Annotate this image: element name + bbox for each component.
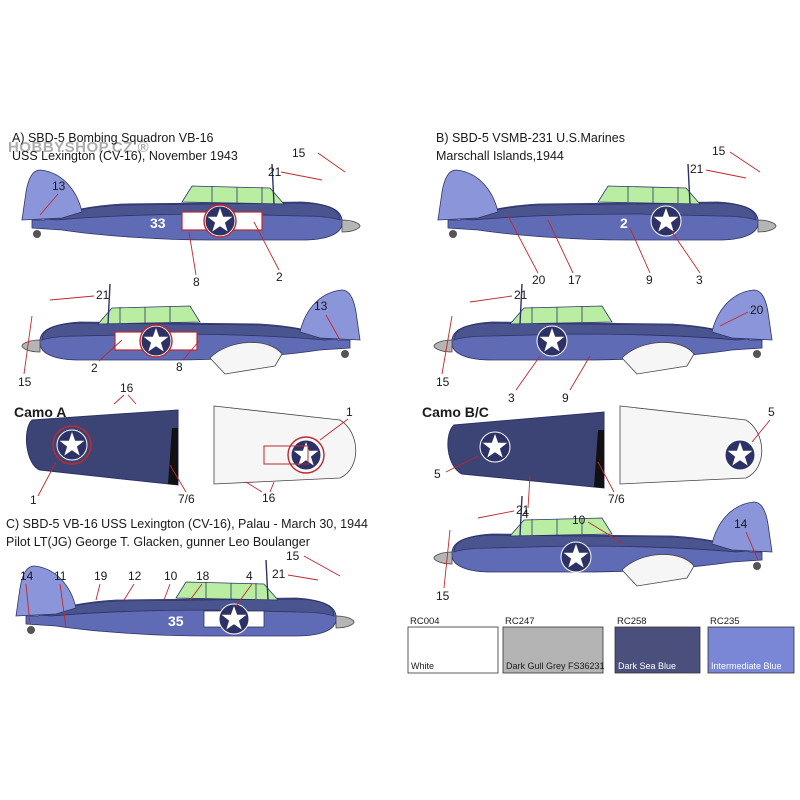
- callout: 4: [246, 569, 253, 583]
- callout: 9: [646, 273, 653, 287]
- svg-text:White: White: [411, 661, 434, 671]
- aircraft-b-right-side-lower: [433, 495, 773, 587]
- caption-a-line1: A) SBD-5 Bombing Squadron VB-16: [12, 131, 214, 145]
- callout: 16: [262, 491, 276, 505]
- callout: 21: [96, 288, 110, 302]
- callout: 8: [193, 275, 200, 289]
- callouts-camo-bc: 5 5 4 7/6: [434, 405, 775, 521]
- callout: 13: [52, 179, 66, 193]
- callouts-profile-b-left: 15 21 20 17 9 3: [507, 144, 761, 287]
- caption-b-line1: B) SBD-5 VSMB-231 U.S.Marines: [436, 131, 625, 145]
- swatch-dark-sea-blue: RC258 Dark Sea Blue: [614, 616, 701, 674]
- callouts-profile-b-right: 21 20 15 3 9: [436, 288, 764, 405]
- callout: 21: [268, 165, 282, 179]
- watermark-text: HOBBYSHOP.CZ ®: [8, 139, 149, 156]
- callout: 5: [434, 467, 441, 481]
- wing-top-camo-a: [26, 409, 179, 486]
- callout: 21: [516, 503, 530, 517]
- aircraft-a-left-side: 33: [22, 164, 360, 240]
- callouts-profile-bc-lower: 21 10 14 15: [436, 503, 759, 603]
- swatch-dark-gull-grey: RC247 Dark Gull Grey FS36231: [502, 616, 605, 674]
- callout: 20: [532, 273, 546, 287]
- callout: 15: [18, 375, 32, 389]
- callout: 19: [94, 569, 108, 583]
- aircraft-c-left-side: 35: [16, 560, 354, 636]
- aircraft-b-right-side: [433, 283, 773, 375]
- svg-text:Dark Gull Grey FS36231: Dark Gull Grey FS36231: [506, 661, 605, 671]
- wing-top-camo-bc: [447, 411, 605, 489]
- wing-underside-camo-a: [213, 405, 357, 485]
- swatch-intermediate-blue: RC235 Intermediate Blue: [707, 616, 795, 674]
- callout: 10: [572, 513, 586, 527]
- callouts-camo-a: 16 1 7/6 1 16: [30, 381, 353, 507]
- callout: 21: [272, 567, 286, 581]
- callout: 15: [286, 549, 300, 563]
- callout: 3: [696, 273, 703, 287]
- callout: 16: [120, 381, 134, 395]
- aircraft-b-left-side: 2: [438, 164, 776, 240]
- callout: 8: [176, 360, 183, 374]
- callout: 1: [30, 493, 37, 507]
- callout: 15: [712, 144, 726, 158]
- callout: 2: [276, 270, 283, 284]
- callout: 15: [292, 146, 306, 160]
- callout: 15: [436, 375, 450, 389]
- aircraft-number-a: 33: [150, 215, 166, 231]
- callout: 10: [164, 569, 178, 583]
- callout: 14: [734, 517, 748, 531]
- callout: 13: [314, 299, 328, 313]
- aircraft-a-right-side: [21, 283, 361, 375]
- callout: 21: [514, 288, 528, 302]
- caption-c-line1: C) SBD-5 VB-16 USS Lexington (CV-16), Pa…: [6, 517, 368, 531]
- camo-bc-label: Camo B/C: [422, 404, 489, 420]
- aircraft-number-b: 2: [620, 215, 628, 231]
- callouts-profile-a-left: 15 21 13 8 2: [39, 146, 346, 289]
- callout: 2: [91, 361, 98, 375]
- caption-b-line2: Marschall Islands,1944: [436, 149, 564, 163]
- callout: 20: [750, 303, 764, 317]
- callout: 5: [768, 405, 775, 419]
- callout: 12: [128, 569, 142, 583]
- camo-a-label: Camo A: [14, 404, 66, 420]
- aircraft-number-c: 35: [168, 613, 184, 629]
- callouts-profile-a-right: 21 13 15 2 8: [18, 288, 341, 389]
- callouts-profile-c: 15 14 11 19 12 10 18 4 21: [20, 549, 341, 629]
- svg-text:RC235: RC235: [710, 616, 740, 627]
- callout: 7/6: [608, 492, 625, 506]
- callout: 18: [196, 569, 210, 583]
- callout: 9: [562, 391, 569, 405]
- callout: 11: [54, 569, 67, 583]
- svg-text:RC247: RC247: [505, 616, 535, 627]
- callout: 17: [568, 273, 582, 287]
- callout: 7/6: [178, 492, 195, 506]
- callout: 3: [508, 391, 515, 405]
- svg-text:RC258: RC258: [617, 616, 647, 627]
- color-swatch-legend: RC004 White RC247 Dark Gull Grey FS36231…: [407, 616, 795, 674]
- caption-c-line2: Pilot LT(JG) George T. Glacken, gunner L…: [6, 535, 310, 549]
- svg-text:Intermediate Blue: Intermediate Blue: [711, 661, 782, 671]
- caption-a-line2: USS Lexington (CV-16), November 1943: [12, 149, 238, 163]
- callout: 1: [346, 405, 353, 419]
- svg-text:RC004: RC004: [410, 616, 440, 627]
- callout: 15: [436, 589, 450, 603]
- wing-underside-camo-bc: [619, 405, 763, 485]
- callout: 4: [522, 507, 529, 521]
- callout: 21: [690, 162, 704, 176]
- svg-text:Dark Sea Blue: Dark Sea Blue: [618, 661, 676, 671]
- swatch-white: RC004 White: [407, 616, 499, 674]
- callout: 14: [20, 569, 34, 583]
